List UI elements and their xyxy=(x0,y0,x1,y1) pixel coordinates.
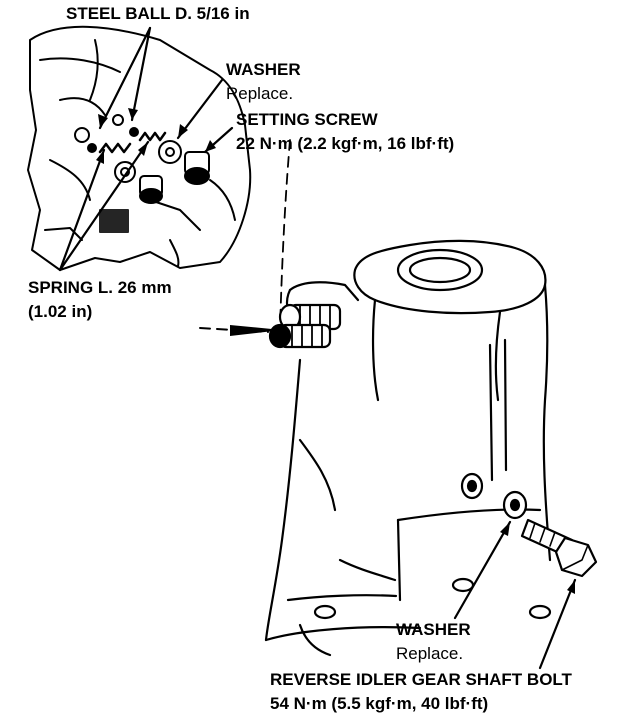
inset-connector xyxy=(199,139,291,336)
reverse-idler-bolt-label: REVERSE IDLER GEAR SHAFT BOLT xyxy=(270,670,572,689)
washer-bottom-note: Replace. xyxy=(396,644,464,663)
setting-screw-torque: 22 N·m (2.2 kgf·m, 16 lbf·ft) xyxy=(236,134,455,153)
reverse-idler-bolt xyxy=(520,518,598,578)
steel-ball-label: STEEL BALL D. 5/16 in xyxy=(66,4,250,23)
washer-top-label: WASHER xyxy=(226,60,301,79)
spring-length-label: SPRING L. 26 mm xyxy=(28,278,172,297)
washer-top-note: Replace. xyxy=(226,84,294,103)
reverse-idler-bolt-torque: 54 N·m (5.5 kgf·m, 40 lbf·ft) xyxy=(270,694,489,713)
transmission-housing xyxy=(264,239,552,657)
inset-detail xyxy=(27,25,252,271)
leader-lines-housing xyxy=(453,520,577,670)
washer-bottom-label: WASHER xyxy=(396,620,471,639)
reverse-idler-washer xyxy=(502,490,528,520)
spring-length-inch: (1.02 in) xyxy=(28,302,93,321)
setting-screw-label: SETTING SCREW xyxy=(236,110,378,129)
leader-lines-inset xyxy=(58,26,234,272)
